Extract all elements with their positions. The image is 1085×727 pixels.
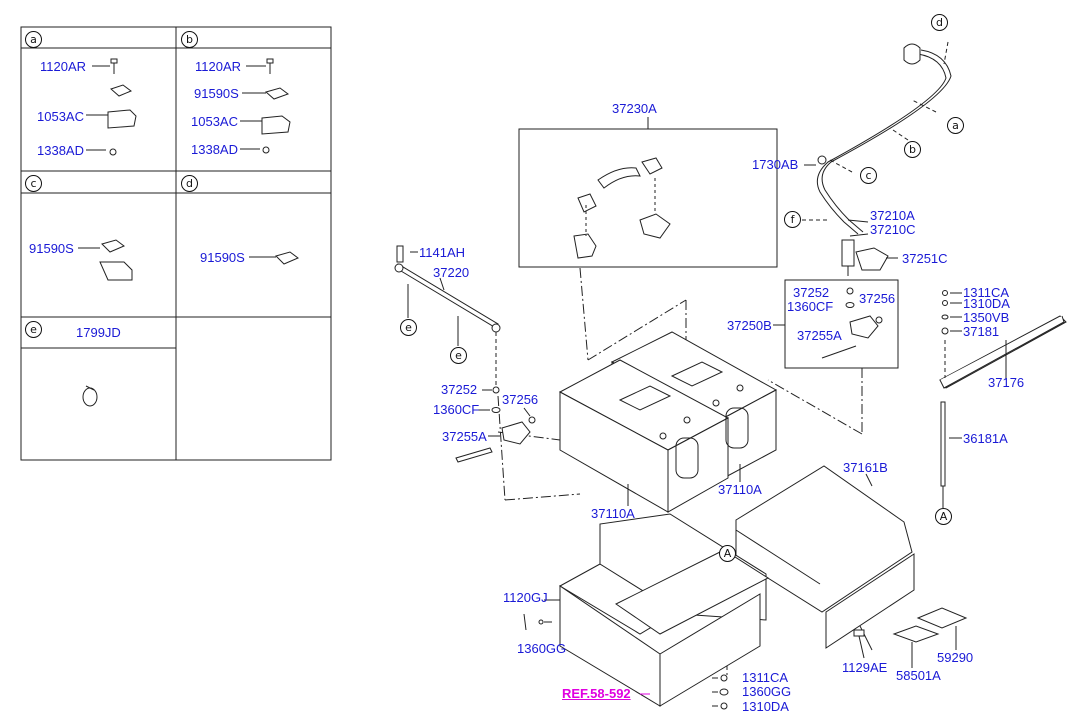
label-37210A: 37210A (870, 208, 915, 223)
nut-icon (109, 148, 117, 156)
legend-part-number: 91590S (200, 250, 245, 265)
label-37250B: 37250B (727, 318, 772, 333)
label-1311CA: 1311CA (963, 285, 1010, 300)
callout-A: A (719, 545, 736, 562)
label-1360CF: 1360CF (787, 299, 834, 314)
label-1360GG: 1360GG (742, 684, 792, 699)
battery-drawing (558, 331, 778, 513)
legend-callout-b: b (181, 31, 198, 48)
legend-part-number: 1120AR (40, 59, 87, 74)
legend-part-number: 1799JD (76, 325, 121, 340)
label-1350VB: 1350VB (963, 310, 1010, 325)
label-1311CA: 1311CA (742, 670, 789, 685)
nut-icon (262, 146, 270, 154)
legend-callout-a: a (25, 31, 42, 48)
callout-a: a (947, 117, 964, 134)
bolt-icon (266, 58, 274, 74)
legend-part-number: 1338AD (191, 142, 238, 157)
bracket-icon (107, 109, 137, 129)
label-37176: 37176 (988, 375, 1025, 390)
label-1360GG: 1360GG (517, 641, 567, 656)
label-37210C: 37210C (870, 222, 916, 237)
label-37220: 37220 (433, 265, 470, 280)
bracket-icon (261, 115, 291, 135)
callout-d: d (931, 14, 948, 31)
label-36181A: 36181A (963, 431, 1008, 446)
callout-c: c (860, 167, 877, 184)
legend-part-number: 1120AR (195, 59, 242, 74)
legend-part-number: 91590S (29, 241, 74, 256)
clip-icon (110, 84, 132, 97)
label-37181: 37181 (963, 324, 1000, 339)
clip-icon (101, 239, 125, 253)
callout-b: b (904, 141, 921, 158)
legend-callout-c: c (25, 175, 42, 192)
cable-tie-icon (82, 387, 98, 407)
label-1730AB: 1730AB (752, 157, 799, 172)
label-37230A: 37230A (612, 101, 657, 116)
label-1129AE: 1129AE (842, 660, 888, 675)
reference-link[interactable]: REF.58-592 (562, 686, 631, 701)
label-37251C: 37251C (902, 251, 948, 266)
callout-f: f (784, 211, 801, 228)
bolt-icon (110, 58, 118, 74)
label-59290: 59290 (937, 650, 974, 665)
tray-drawing (558, 513, 770, 707)
label-1141AH: 1141AH (419, 245, 466, 260)
label-37110A: 37110A (718, 482, 762, 497)
legend-callout-e: e (25, 321, 42, 338)
clip-icon (264, 87, 290, 100)
label-1120GJ: 1120GJ (503, 590, 548, 605)
label-37252: 37252 (793, 285, 830, 300)
legend-part-number: 1053AC (191, 114, 238, 129)
label-37252: 37252 (441, 382, 478, 397)
label-1310DA: 1310DA (963, 296, 1010, 311)
callout-A: A (935, 508, 952, 525)
legend-part-number: 1338AD (37, 143, 84, 158)
label-37255A: 37255A (797, 328, 842, 343)
callout-e: e (400, 319, 417, 336)
label-37255A: 37255A (442, 429, 487, 444)
clip-icon (275, 251, 299, 265)
label-37110A: 37110A (591, 506, 635, 521)
label-1360CF: 1360CF (433, 402, 480, 417)
callout-e: e (450, 347, 467, 364)
label-37256: 37256 (502, 392, 539, 407)
legend-part-number: 91590S (194, 86, 239, 101)
label-1310DA: 1310DA (742, 699, 789, 714)
label-37256: 37256 (859, 291, 896, 306)
legend-callout-d: d (181, 175, 198, 192)
label-58501A: 58501A (896, 668, 941, 683)
bracket-icon (99, 261, 133, 281)
legend-part-number: 1053AC (37, 109, 84, 124)
label-37161B: 37161B (843, 460, 888, 475)
